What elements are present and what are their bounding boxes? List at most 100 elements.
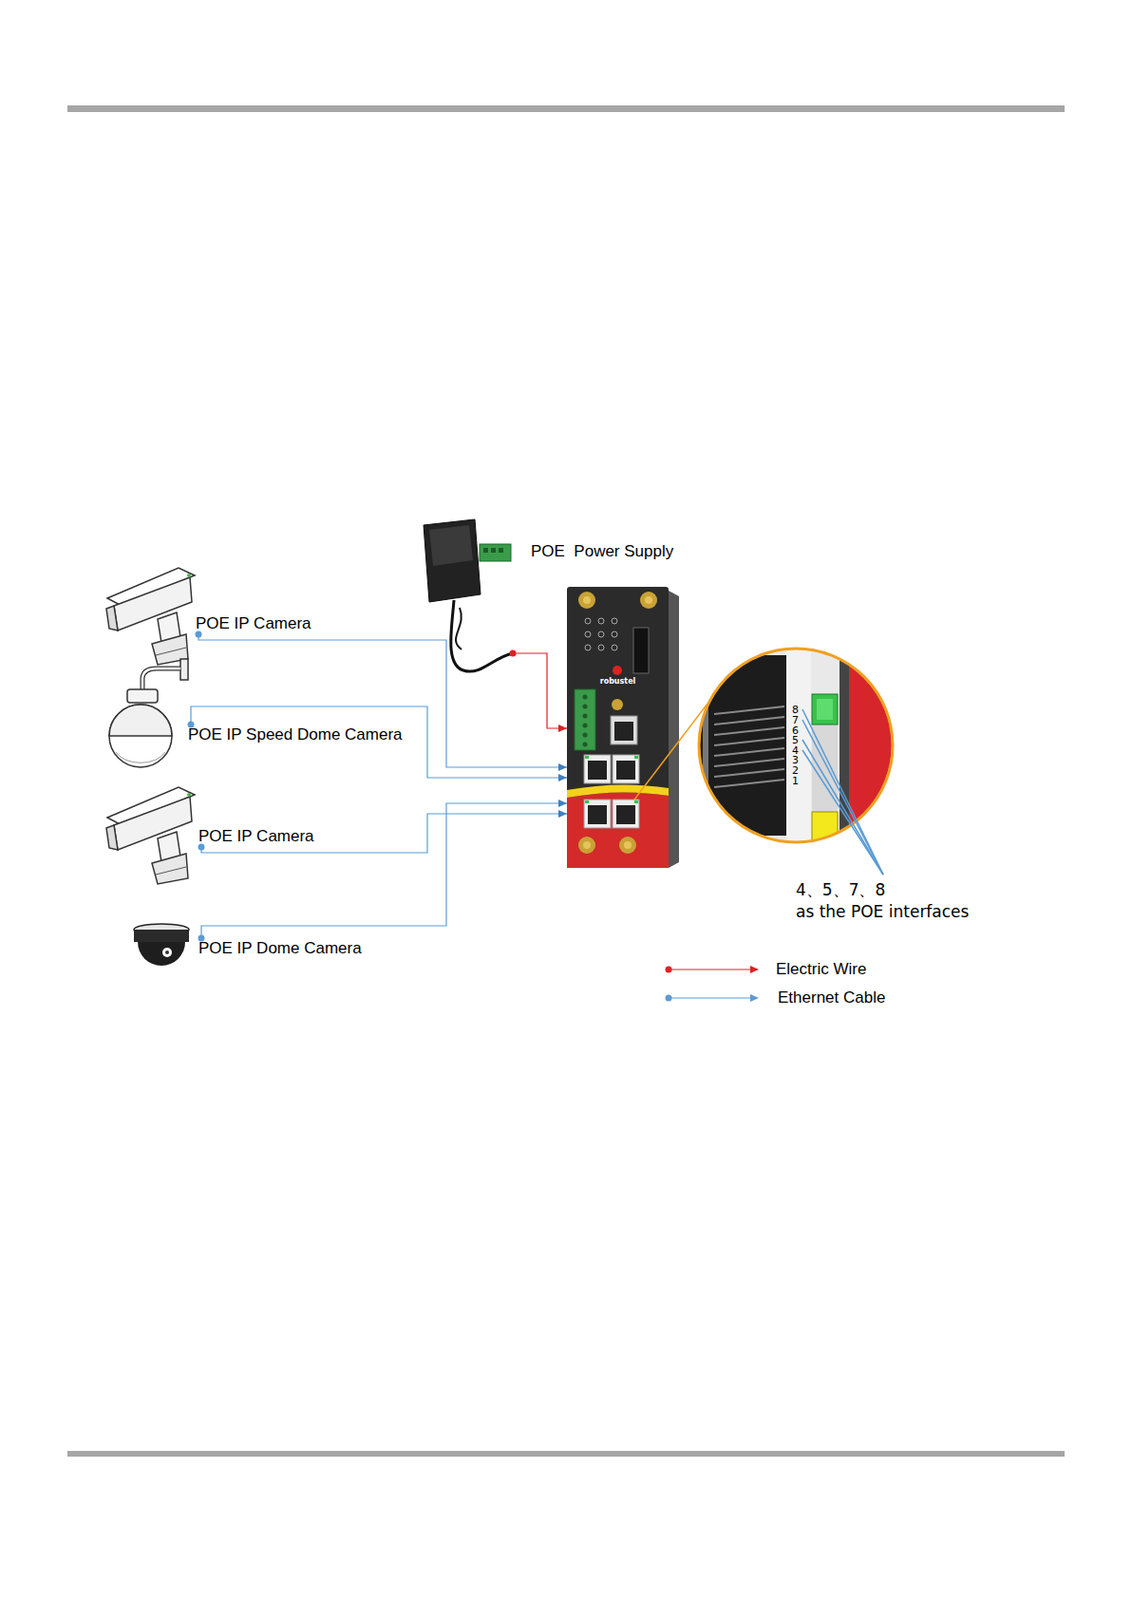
box-camera-icon — [106, 787, 195, 885]
router-device — [583, 695, 588, 700]
router-device — [612, 799, 640, 829]
router-device — [644, 596, 653, 604]
speed-dome-camera-icon — [127, 689, 158, 703]
speed-dome-camera-icon — [109, 659, 189, 768]
poe-power-adapter — [483, 547, 489, 553]
legend-text: Electric Wire — [775, 959, 867, 981]
port-zoom — [693, 645, 903, 850]
port-zoom — [714, 727, 785, 736]
router-device — [584, 754, 611, 784]
port-zoom — [714, 758, 785, 767]
box-camera-icon — [106, 567, 195, 665]
dome-camera-icon — [162, 947, 172, 958]
pin-leader — [802, 719, 884, 875]
port-zoom — [702, 655, 709, 836]
poe-power-adapter — [423, 519, 513, 672]
router-device — [578, 591, 596, 609]
router-device — [584, 755, 589, 759]
node-label: POE IP Camera — [198, 827, 315, 847]
router-device — [566, 784, 669, 798]
speed-dome-camera-icon — [180, 659, 189, 680]
legend-line — [668, 998, 751, 1000]
speed-dome-camera-icon — [109, 704, 172, 736]
speed-dome-camera-icon — [109, 704, 172, 768]
legend-line — [665, 966, 673, 974]
electric-wire — [512, 653, 567, 729]
port-zoom — [698, 655, 787, 836]
legend-line — [665, 965, 760, 1002]
router-device — [587, 760, 607, 780]
ethernet-cable — [201, 803, 567, 939]
router-device — [611, 618, 618, 624]
router-device — [584, 618, 618, 651]
camera-label: POE IP Camera — [195, 826, 318, 848]
router-device — [611, 631, 618, 638]
node-label: POE IP Dome Camera — [198, 939, 362, 959]
legend-line — [750, 965, 759, 974]
router-device — [668, 590, 680, 868]
router-device — [583, 714, 588, 719]
router-device — [598, 644, 604, 651]
brand-logo: robustel — [566, 677, 669, 687]
router-device — [611, 644, 618, 651]
port-zoom — [714, 779, 785, 788]
router-device — [598, 631, 604, 638]
node-label: POE IP Camera — [195, 614, 312, 634]
box-camera-icon — [187, 573, 191, 578]
router-device — [583, 596, 591, 604]
router-device — [610, 716, 638, 745]
router-device — [612, 665, 623, 676]
box-camera-icon — [106, 605, 118, 631]
poe-power-adapter — [455, 607, 462, 650]
dome-camera-icon — [165, 950, 170, 955]
router-device — [612, 754, 640, 784]
speed-dome-camera-icon — [142, 668, 181, 692]
router-device — [584, 618, 591, 624]
dome-camera-icon — [133, 929, 189, 943]
port-zoom — [693, 645, 903, 850]
zoom-ring — [698, 648, 893, 843]
pin-leader — [802, 709, 884, 875]
poe-power-adapter — [423, 519, 481, 603]
dome-camera-icon — [137, 942, 186, 966]
node-label: POE Power Supply — [530, 542, 626, 562]
header-bar — [67, 105, 1065, 113]
poe-power-adapter — [429, 525, 473, 566]
speed-dome-camera-icon — [142, 668, 181, 692]
router-device — [566, 792, 669, 868]
router-device — [587, 805, 607, 825]
poe-power-adapter — [479, 544, 511, 562]
router-device — [583, 742, 588, 748]
speed-dome-camera-icon — [115, 752, 166, 763]
legend-line — [665, 995, 673, 1002]
port-zoom — [816, 698, 833, 720]
legend-text: Ethernet Cable — [777, 987, 886, 1009]
port-zoom — [811, 694, 838, 725]
camera-label: POE IP Speed Dome Camera — [185, 724, 406, 746]
router-device — [634, 800, 639, 804]
router-device — [611, 698, 623, 711]
router-device — [640, 591, 658, 609]
router-device — [634, 755, 639, 759]
router-device — [583, 723, 588, 729]
dome-camera-icon — [133, 924, 189, 966]
router-device — [619, 836, 637, 854]
router-device — [566, 586, 680, 868]
port-zoom — [714, 748, 785, 756]
router-device — [574, 689, 596, 751]
power-supply: POE Power Supply — [417, 517, 513, 680]
legend-line — [668, 969, 751, 971]
router-device — [633, 627, 649, 674]
port-zoom — [714, 706, 785, 715]
pin-callout: as the POE interfaces — [795, 903, 969, 922]
router-device — [583, 695, 588, 748]
pin-callout: 4、5、7、8 — [795, 881, 886, 900]
zoom-leader — [634, 703, 708, 800]
router-device — [584, 800, 589, 804]
box-camera-icon — [113, 577, 192, 631]
pin-leader — [802, 750, 884, 875]
poe-power-adapter — [490, 547, 496, 553]
